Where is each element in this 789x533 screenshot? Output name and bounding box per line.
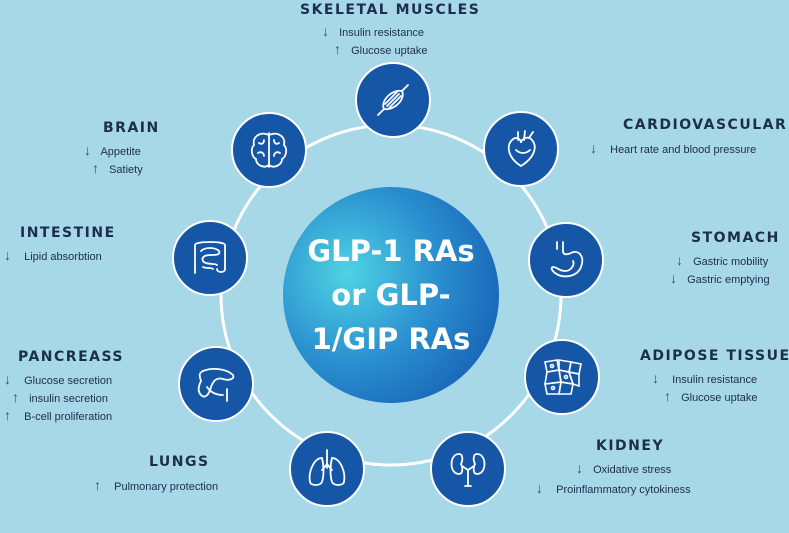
label-intestine: INTESTINE ↓ Lipid absorbtion: [4, 225, 116, 265]
effect-text: Insulin resistance: [339, 27, 425, 39]
stomach-icon: [528, 222, 604, 298]
muscle-icon: [355, 62, 431, 138]
label-lungs: LUNGS ↑ Pulmonary protection: [94, 454, 218, 495]
skeletal-muscles-effect-1: ↓ Insulin resistance: [322, 23, 475, 41]
kidney-icon: [430, 431, 506, 507]
label-kidney: KIDNEY ↓ Oxidative stress ↓ Proinflammat…: [536, 438, 691, 498]
fat-cells-icon: [524, 339, 600, 415]
effect-text: Heart rate and blood pressure: [610, 144, 757, 156]
center-line-1: GLP-1 RAs: [307, 234, 475, 268]
intestine-icon: [172, 220, 248, 296]
intestine-effect-1: ↓ Lipid absorbtion: [4, 247, 116, 265]
down-arrow-icon: ↓: [84, 142, 91, 158]
up-arrow-icon: ↑: [334, 41, 341, 57]
effect-text: Appetite: [100, 146, 141, 158]
brain-effect-2: ↑ Satiety: [92, 160, 160, 178]
center-line-3: 1/GIP RAs: [311, 322, 471, 356]
label-pancreas: PANCREASS ↓ Glucose secretion ↑ insulin …: [4, 349, 124, 425]
down-arrow-icon: ↓: [670, 270, 677, 286]
effect-text: Satiety: [109, 164, 143, 176]
effect-text: Proinflammatory cytokiness: [556, 484, 691, 496]
center-line-2: or GLP-: [331, 278, 451, 312]
up-arrow-icon: ↑: [664, 388, 671, 404]
pancreas-icon: [178, 346, 254, 422]
down-arrow-icon: ↓: [4, 247, 11, 263]
effect-text: Glucose secretion: [24, 375, 113, 387]
down-arrow-icon: ↓: [4, 371, 11, 387]
pancreas-title: PANCREASS: [18, 349, 125, 365]
cardiovascular-effect-1: ↓ Heart rate and blood pressure: [590, 140, 787, 158]
adipose-tissue-title: ADIPOSE TISSUE: [640, 348, 789, 364]
label-stomach: STOMACH ↓ Gastric mobility ↓ Gastric emp…: [670, 230, 780, 288]
adipose-effect-2: ↑ Glucose uptake: [664, 388, 789, 406]
down-arrow-icon: ↓: [676, 252, 683, 268]
stomach-effect-2: ↓ Gastric emptying: [670, 270, 780, 288]
lungs-effect-1: ↑ Pulmonary protection: [94, 477, 218, 495]
up-arrow-icon: ↑: [92, 160, 99, 176]
brain-icon: [231, 112, 307, 188]
pancreas-effect-3: ↑ B-cell proliferation: [4, 407, 124, 425]
effect-text: Glucose uptake: [351, 45, 428, 57]
kidney-effect-2: ↓ Proinflammatory cytokiness: [536, 480, 691, 498]
up-arrow-icon: ↑: [12, 389, 19, 405]
brain-title: BRAIN: [103, 120, 160, 136]
lungs-icon: [289, 431, 365, 507]
lungs-title: LUNGS: [149, 454, 210, 470]
adipose-effect-1: ↓ Insulin resistance: [652, 370, 789, 388]
intestine-title: INTESTINE: [20, 225, 116, 241]
brain-effect-1: ↓ Appetite: [84, 142, 160, 160]
effect-text: Gastric emptying: [687, 274, 770, 286]
label-cardiovascular: CARDIOVASCULAR ↓ Heart rate and blood pr…: [590, 117, 787, 158]
effect-text: Gastric mobility: [693, 256, 769, 268]
up-arrow-icon: ↑: [4, 407, 11, 423]
label-brain: BRAIN ↓ Appetite ↑ Satiety: [84, 120, 160, 178]
effect-text: insulin secretion: [29, 393, 108, 405]
label-adipose-tissue: ADIPOSE TISSUE ↓ Insulin resistance ↑ Gl…: [640, 348, 789, 406]
label-skeletal-muscles: SKELETAL MUSCLES ↓ Insulin resistance ↑ …: [300, 2, 481, 59]
effect-text: Glucose uptake: [681, 392, 758, 404]
stomach-effect-1: ↓ Gastric mobility: [676, 252, 780, 270]
kidney-effect-1: ↓ Oxidative stress: [576, 460, 691, 478]
down-arrow-icon: ↓: [590, 140, 597, 156]
pancreas-effect-1: ↓ Glucose secretion: [4, 371, 124, 389]
skeletal-muscles-effect-2: ↑ Glucose uptake: [334, 41, 475, 59]
effect-text: Pulmonary protection: [114, 481, 219, 493]
center-circle: GLP-1 RAs or GLP- 1/GIP RAs: [283, 187, 499, 403]
effect-text: B-cell proliferation: [24, 411, 113, 423]
skeletal-muscles-title: SKELETAL MUSCLES: [300, 2, 481, 18]
effect-text: Lipid absorbtion: [24, 251, 102, 263]
up-arrow-icon: ↑: [94, 477, 101, 493]
down-arrow-icon: ↓: [576, 460, 583, 476]
down-arrow-icon: ↓: [652, 370, 659, 386]
pancreas-effect-2: ↑ insulin secretion: [12, 389, 124, 407]
effect-text: Oxidative stress: [593, 464, 672, 476]
heart-icon: [483, 111, 559, 187]
stomach-title: STOMACH: [691, 230, 780, 246]
effect-text: Insulin resistance: [672, 374, 758, 386]
cardiovascular-title: CARDIOVASCULAR: [623, 117, 788, 133]
down-arrow-icon: ↓: [536, 480, 543, 496]
down-arrow-icon: ↓: [322, 23, 329, 39]
kidney-title: KIDNEY: [596, 438, 665, 454]
